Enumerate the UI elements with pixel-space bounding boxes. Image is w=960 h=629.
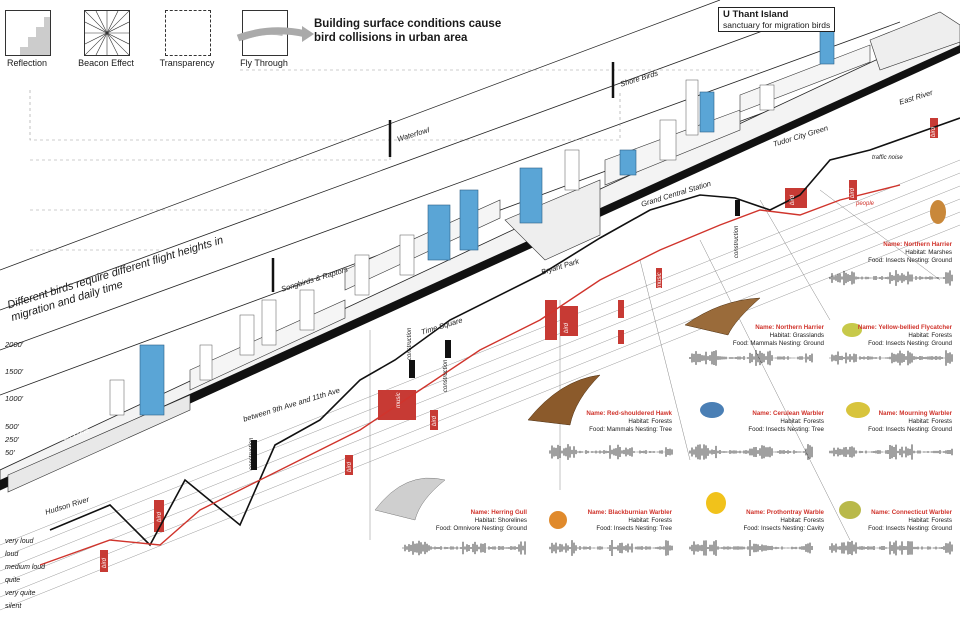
red-bars bbox=[100, 118, 938, 572]
vtag-construction-2: construction bbox=[407, 327, 413, 360]
reflection-icon bbox=[5, 10, 51, 56]
noise-grid bbox=[0, 159, 960, 611]
headline: Building surface conditions cause bird c… bbox=[314, 18, 502, 44]
waveforms bbox=[402, 270, 953, 556]
noise-silent: silent bbox=[5, 603, 22, 610]
vtag-bird-6: bird bbox=[790, 194, 796, 205]
alt-500: 500' bbox=[5, 422, 19, 431]
alt-1000: 1000' bbox=[5, 394, 24, 403]
vtag-construction-1: construction bbox=[249, 437, 255, 470]
vtag-music-1: music bbox=[396, 392, 402, 408]
people-label: people bbox=[856, 201, 875, 207]
vtag-bird-4: bird bbox=[347, 461, 353, 472]
traffic-noise-line bbox=[49, 117, 960, 547]
island-title: U Thant Island bbox=[723, 9, 789, 20]
height-markers bbox=[271, 62, 615, 292]
noise-quite: quite bbox=[5, 577, 21, 584]
vtag-bird-2: bird bbox=[157, 511, 163, 522]
vtag-bird-7: bird bbox=[850, 187, 856, 198]
noise-very-loud: very loud bbox=[5, 538, 34, 545]
alt-250: 250' bbox=[5, 435, 19, 444]
vtag-construction-4: construction bbox=[734, 225, 740, 258]
traffic-noise-label: traffic noise bbox=[872, 155, 903, 161]
noise-loud: loud bbox=[5, 551, 19, 558]
vtag-music-2: music bbox=[657, 272, 663, 288]
alt-1500: 1500' bbox=[5, 367, 24, 376]
vtag-bird-3: bird bbox=[432, 415, 438, 426]
grey-buildings bbox=[109, 79, 775, 416]
vtag-bird-1: bird bbox=[102, 557, 108, 568]
noise-very-quite: very quite bbox=[5, 590, 36, 597]
alt-2000: 2000' bbox=[5, 340, 24, 349]
legend-label-transparency: Transparency bbox=[159, 58, 215, 68]
vtag-bird-8: bird bbox=[931, 126, 937, 137]
island-subtitle: sanctuary for migration birds bbox=[723, 20, 831, 30]
noise-medium-loud: medium loud bbox=[5, 564, 46, 571]
construction-bars bbox=[251, 200, 740, 470]
vtag-construction-3: construction bbox=[443, 359, 449, 392]
legend-label-reflection: Reflection bbox=[6, 58, 48, 68]
vtag-bird-5: bird bbox=[564, 322, 570, 333]
black-strip bbox=[0, 45, 960, 490]
island-callout: U Thant Island sanctuary for migration b… bbox=[718, 7, 836, 32]
legend-label-beacon: Beacon Effect bbox=[78, 58, 134, 68]
bird-illustrations bbox=[374, 200, 946, 529]
beacon-effect-icon bbox=[84, 10, 130, 56]
people-line bbox=[39, 184, 901, 566]
blue-towers bbox=[139, 27, 835, 416]
arrow-icon bbox=[236, 26, 314, 42]
transparency-icon bbox=[165, 10, 211, 56]
legend-label-fly-through: Fly Through bbox=[240, 58, 288, 68]
alt-50: 50' bbox=[5, 448, 15, 457]
